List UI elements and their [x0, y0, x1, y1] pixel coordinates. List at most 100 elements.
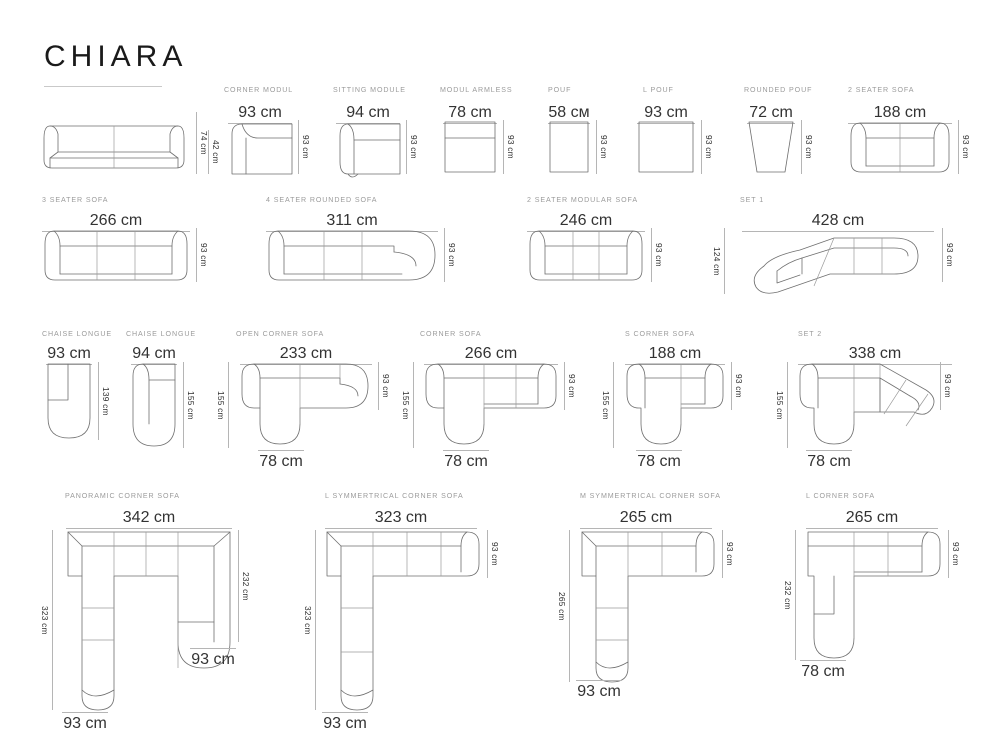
l-symmetrical-height-left: 323 cm — [303, 530, 316, 710]
modul-armless-width: 78 cm — [443, 104, 497, 124]
open-corner-sofa-height-left: 155 cm — [216, 362, 229, 448]
panoramic-corner-width: 342 cm — [66, 509, 232, 529]
caption-s-corner-sofa: S CORNER SOFA — [625, 330, 696, 338]
l-symmetrical-width: 323 cm — [325, 509, 477, 529]
4-seater-rounded-width: 311 cm — [266, 212, 438, 232]
s-corner-sofa-height: 93 cm — [731, 362, 744, 410]
main-sofa-height-74: 74 cm — [196, 112, 209, 174]
corner-sofa-width: 266 cm — [424, 345, 558, 365]
chaise-longue-b-drawing — [132, 363, 176, 447]
l-symmetrical-height: 93 cm — [487, 530, 500, 578]
caption-corner-sofa: CORNER SOFA — [420, 330, 482, 338]
caption-modul-armless: MODUL ARMLESS — [440, 86, 513, 94]
caption-2-seater-modular-sofa: 2 SEATER MODULAR SOFA — [527, 196, 639, 204]
sitting-module-height: 93 cm — [406, 120, 419, 174]
rounded-pouf-drawing — [748, 121, 794, 173]
item-open-corner-sofa — [240, 362, 372, 448]
panoramic-corner-depth-bottom: 93 cm — [62, 712, 108, 733]
caption-chaise-longue-a: CHAISE LONGUE — [42, 330, 113, 338]
item-2-seater-sofa — [848, 120, 952, 174]
panoramic-corner-height: 232 cm — [238, 530, 251, 642]
corner-sofa-height-left: 155 cm — [401, 362, 414, 448]
item-pouf — [548, 120, 590, 174]
rounded-pouf-width: 72 cm — [747, 104, 795, 124]
caption-m-symmetrical-corner-sofa: M SYMMERTRICAL CORNER SOFA — [580, 492, 721, 500]
l-corner-sofa-height-left: 232 cm — [783, 530, 796, 660]
set-1-height: 93 cm — [942, 228, 955, 282]
chaise-longue-a-height: 139 cm — [98, 362, 111, 440]
set-2-width: 338 cm — [798, 345, 952, 365]
set-2-drawing — [799, 363, 935, 445]
sitting-module-width: 94 cm — [336, 104, 400, 124]
brand-header: CHIARA — [44, 42, 187, 87]
chaise-longue-a-width: 93 cm — [46, 345, 92, 365]
2-seater-modular-drawing — [529, 230, 643, 281]
l-pouf-height: 93 cm — [701, 120, 714, 174]
l-pouf-width: 93 cm — [637, 104, 695, 124]
l-symmetrical-drawing — [326, 531, 480, 711]
item-chaise-longue-a — [46, 362, 92, 440]
item-2-seater-modular-sofa — [527, 228, 645, 282]
s-corner-sofa-depth: 78 cm — [636, 450, 682, 471]
corner-sofa-depth: 78 cm — [443, 450, 489, 471]
s-corner-sofa-height-left: 155 cm — [601, 362, 614, 448]
chaise-longue-b-height: 155 cm — [183, 362, 196, 448]
item-m-symmetrical-corner-sofa — [580, 530, 716, 684]
chaise-longue-a-drawing — [47, 363, 91, 439]
item-main-sofa — [40, 112, 188, 174]
caption-open-corner-sofa: OPEN CORNER SOFA — [236, 330, 325, 338]
s-corner-sofa-width: 188 cm — [625, 345, 725, 365]
corner-modul-width: 93 cm — [228, 104, 292, 124]
4-seater-rounded-height: 93 cm — [444, 228, 457, 282]
main-sofa-drawing — [43, 125, 185, 169]
caption-pouf: POUF — [548, 86, 572, 94]
item-sitting-module — [336, 120, 401, 178]
corner-sofa-drawing — [425, 363, 557, 445]
panoramic-corner-drawing — [67, 531, 231, 711]
item-corner-sofa — [424, 362, 558, 448]
set-1-height-left: 124 cm — [712, 228, 725, 294]
caption-l-pouf: L POUF — [643, 86, 674, 94]
open-corner-sofa-width: 233 cm — [240, 345, 372, 365]
corner-modul-height: 93 cm — [298, 120, 311, 174]
item-set-2 — [798, 362, 952, 448]
pouf-height: 93 cm — [596, 120, 609, 174]
l-corner-sofa-height: 93 cm — [948, 530, 961, 578]
l-pouf-drawing — [638, 121, 694, 173]
set-2-depth: 78 cm — [806, 450, 852, 471]
item-corner-modul — [228, 120, 293, 175]
m-symmetrical-height-left: 265 cm — [557, 530, 570, 682]
title-divider — [44, 86, 162, 87]
3-seater-sofa-width: 266 cm — [42, 212, 190, 232]
caption-chaise-longue-b: CHAISE LONGUE — [126, 330, 197, 338]
caption-rounded-pouf: ROUNDED POUF — [744, 86, 813, 94]
caption-l-corner-sofa: L CORNER SOFA — [806, 492, 875, 500]
caption-sitting-module: SITTING MODULE — [333, 86, 406, 94]
set-2-height-left: 155 cm — [775, 362, 788, 448]
3-seater-sofa-height: 93 cm — [196, 228, 209, 282]
m-symmetrical-depth: 93 cm — [576, 680, 622, 701]
m-symmetrical-height: 93 cm — [722, 530, 735, 578]
caption-corner-modul: CORNER MODUL — [224, 86, 294, 94]
open-corner-sofa-height: 93 cm — [378, 362, 391, 410]
caption-panoramic-corner-sofa: PANORAMIC CORNER SOFA — [65, 492, 180, 500]
item-4-seater-rounded-sofa — [266, 228, 438, 282]
item-s-corner-sofa — [625, 362, 725, 448]
modul-armless-height: 93 cm — [503, 120, 516, 174]
caption-l-symmetrical-corner-sofa: L SYMMERTRICAL CORNER SOFA — [325, 492, 464, 500]
page-title: CHIARA — [44, 40, 188, 73]
panoramic-corner-height-left: 323 cm — [40, 530, 53, 710]
3-seater-sofa-drawing — [44, 230, 188, 281]
item-3-seater-sofa — [42, 228, 190, 282]
2-seater-modular-height: 93 cm — [651, 228, 664, 282]
set-1-drawing — [753, 237, 919, 294]
l-corner-sofa-width: 265 cm — [806, 509, 938, 529]
open-corner-sofa-drawing — [241, 363, 369, 445]
2-seater-sofa-drawing — [850, 122, 950, 173]
m-symmetrical-drawing — [581, 531, 715, 683]
chaise-longue-b-width: 94 cm — [131, 345, 177, 365]
pouf-drawing — [549, 121, 589, 173]
modul-armless-drawing — [444, 121, 496, 173]
l-corner-sofa-drawing — [807, 531, 941, 659]
